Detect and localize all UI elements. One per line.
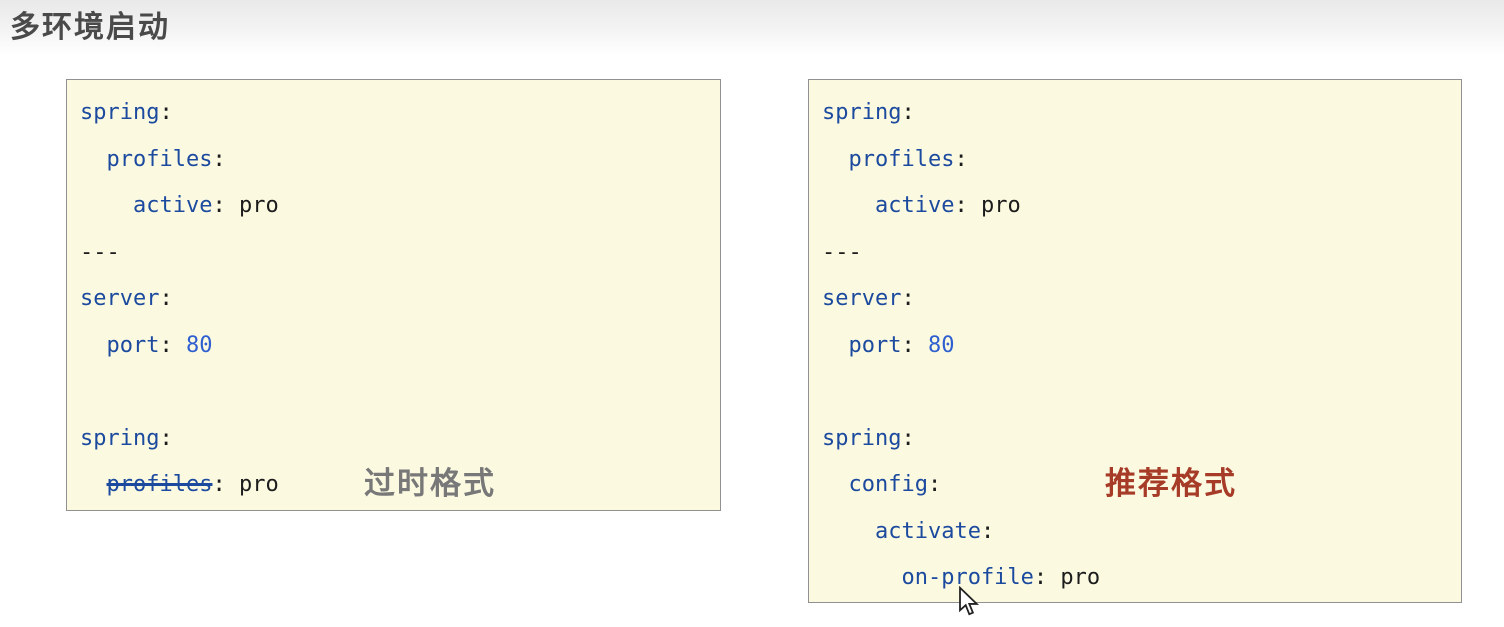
code-line: active: pro: [822, 183, 1461, 230]
yaml-punctuation: :: [159, 100, 173, 125]
yaml-value: [822, 379, 835, 404]
yaml-key: profiles: [80, 146, 213, 172]
yaml-key: port: [80, 332, 160, 358]
yaml-key: spring: [80, 425, 160, 451]
yaml-value: [80, 472, 107, 497]
code-line: [80, 369, 720, 416]
yaml-value: pro: [967, 193, 1021, 218]
yaml-key: on-profile: [822, 565, 1034, 590]
yaml-punctuation: :: [980, 518, 995, 544]
yaml-punctuation: :: [954, 146, 968, 172]
yaml-key-deprecated: profiles: [106, 472, 213, 497]
code-line: [822, 369, 1461, 416]
code-line: ---: [80, 230, 720, 277]
yaml-key: active: [80, 193, 213, 218]
deprecated-format-label: 过时格式: [364, 466, 496, 502]
yaml-key: active: [822, 193, 955, 218]
code-line: profiles:: [822, 137, 1461, 184]
code-line: server:: [822, 276, 1461, 323]
code-line: on-profile: pro: [822, 555, 1461, 602]
code-line: server:: [80, 276, 720, 323]
yaml-key: profiles: [822, 146, 955, 172]
code-line: config:: [822, 462, 1461, 509]
yaml-code-deprecated: spring: profiles: active: pro---server: …: [67, 80, 720, 509]
yaml-punctuation: :: [901, 100, 915, 125]
yaml-panel-recommended: spring: profiles: active: pro---server: …: [808, 79, 1462, 603]
yaml-punctuation: :: [212, 146, 226, 172]
code-line: profiles: pro: [80, 462, 720, 509]
yaml-punctuation: :: [1033, 565, 1048, 590]
yaml-punctuation: ---: [80, 239, 120, 265]
yaml-punctuation: :: [927, 472, 942, 497]
code-line: spring:: [822, 90, 1461, 137]
code-line: activate:: [822, 509, 1461, 556]
yaml-key: spring: [80, 100, 160, 125]
yaml-key: spring: [822, 425, 902, 451]
yaml-punctuation: :: [901, 425, 915, 451]
yaml-value: pro: [225, 472, 279, 497]
yaml-punctuation: :: [212, 472, 226, 497]
yaml-key: spring: [822, 100, 902, 125]
page-header: 多环境启动: [0, 0, 1504, 56]
yaml-key: config: [822, 472, 928, 497]
code-line: active: pro: [80, 183, 720, 230]
yaml-punctuation: :: [954, 193, 968, 218]
yaml-number: 80: [172, 332, 213, 358]
yaml-punctuation: :: [159, 425, 173, 451]
code-line: spring:: [80, 90, 720, 137]
yaml-value: [80, 379, 93, 404]
code-line: port: 80: [822, 323, 1461, 370]
yaml-punctuation: :: [212, 193, 226, 218]
code-line: spring:: [822, 416, 1461, 463]
yaml-number: 80: [914, 332, 955, 358]
code-line: port: 80: [80, 323, 720, 370]
page-title: 多环境启动: [10, 11, 170, 44]
yaml-key: port: [822, 332, 902, 358]
yaml-panel-deprecated: spring: profiles: active: pro---server: …: [66, 79, 721, 511]
yaml-punctuation: :: [901, 286, 915, 311]
yaml-code-recommended: spring: profiles: active: pro---server: …: [809, 80, 1461, 602]
code-line: profiles:: [80, 137, 720, 184]
yaml-punctuation: :: [159, 286, 173, 311]
yaml-key: server: [80, 286, 160, 311]
code-line: spring:: [80, 416, 720, 463]
recommended-format-label: 推荐格式: [1105, 466, 1237, 502]
yaml-punctuation: :: [901, 332, 915, 358]
yaml-key: activate: [822, 518, 981, 544]
yaml-key: server: [822, 286, 902, 311]
yaml-punctuation: ---: [822, 239, 862, 265]
code-line: ---: [822, 230, 1461, 277]
yaml-value: pro: [225, 193, 279, 218]
yaml-value: pro: [1047, 565, 1101, 590]
yaml-punctuation: :: [159, 332, 173, 358]
